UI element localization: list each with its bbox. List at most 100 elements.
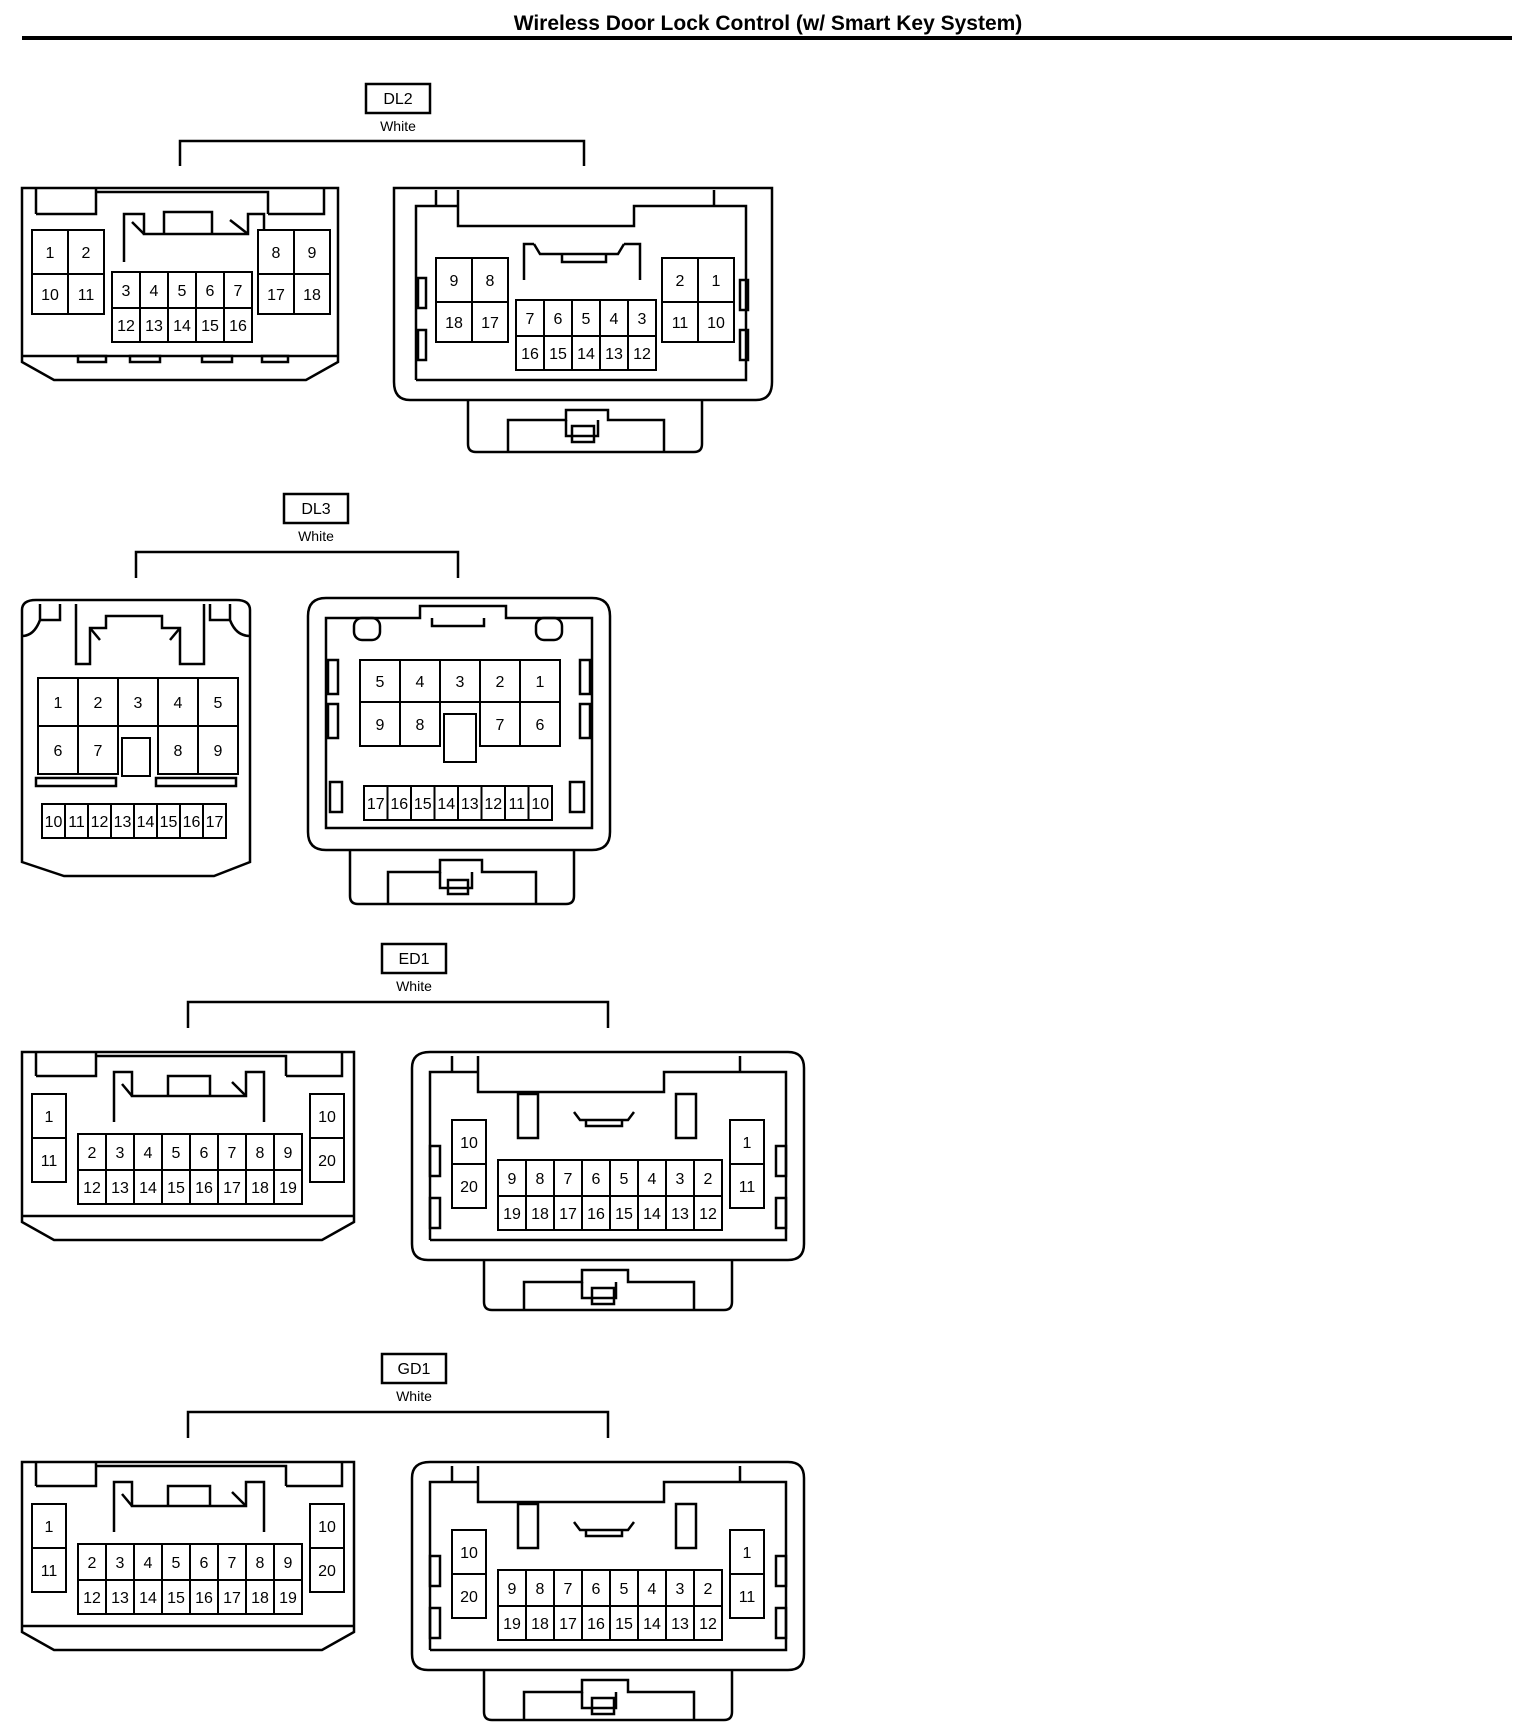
pin-cell — [627, 299, 657, 337]
pin-number: 11 — [508, 796, 525, 813]
pin-number: 8 — [536, 1581, 545, 1598]
pin-number: 17 — [367, 796, 385, 813]
connector-bracket — [178, 139, 586, 166]
pin-number: 13 — [671, 1616, 689, 1633]
connector-gd1-female-housing — [410, 1460, 806, 1722]
connector-dl2-male-housing — [20, 186, 340, 382]
pin-cell — [435, 301, 473, 343]
pin-number: 4 — [648, 1171, 657, 1188]
connector-code: DL3 — [301, 501, 330, 518]
pin-number: 17 — [559, 1206, 577, 1223]
pin-number: 4 — [648, 1581, 657, 1598]
pin-number: 7 — [496, 717, 505, 734]
connector-bracket — [186, 1410, 610, 1438]
pin-number: 7 — [228, 1145, 237, 1162]
pin-cell — [37, 677, 79, 727]
pin-cell — [77, 1579, 107, 1615]
pin-cell — [167, 307, 197, 343]
pin-number: 20 — [460, 1589, 478, 1606]
pin-cell — [157, 677, 199, 727]
pin-cell — [309, 1503, 345, 1549]
connector-ed1-male-housing — [20, 1050, 356, 1242]
pin-number: 3 — [116, 1555, 125, 1572]
pin-cell — [189, 1543, 219, 1581]
pin-number: 11 — [739, 1589, 756, 1606]
pin-number: 6 — [592, 1171, 601, 1188]
pin-number: 2 — [704, 1171, 713, 1188]
pin-cell — [515, 335, 545, 371]
pin-cell — [217, 1133, 247, 1171]
pin-cell — [553, 1605, 583, 1641]
pin-cell — [77, 1133, 107, 1171]
pin-number: 4 — [174, 695, 183, 712]
pin-number: 4 — [150, 283, 159, 300]
pin-cell — [525, 1569, 555, 1607]
pin-cell — [257, 273, 295, 315]
pin-number: 8 — [486, 273, 495, 290]
pin-cell — [139, 307, 169, 343]
pin-number: 14 — [643, 1206, 661, 1223]
pin-cell — [479, 659, 521, 703]
pin-cell — [553, 1569, 583, 1607]
pin-cell — [197, 725, 239, 775]
pin-cell — [157, 725, 199, 775]
pin-number: 14 — [139, 1180, 157, 1197]
pin-number: 3 — [638, 311, 647, 328]
pin-number: 12 — [484, 796, 502, 813]
pin-cell — [223, 307, 253, 343]
pin-number: 14 — [139, 1590, 157, 1607]
pin-number: 6 — [206, 283, 215, 300]
pin-number: 10 — [531, 796, 549, 813]
pin-number: 7 — [564, 1581, 573, 1598]
connector-color: White — [298, 528, 334, 544]
pin-number: 18 — [251, 1590, 269, 1607]
pin-number: 12 — [91, 814, 109, 831]
pin-cell — [697, 301, 735, 343]
pin-number: 9 — [284, 1145, 293, 1162]
pin-number: 9 — [308, 245, 317, 262]
pin-number: 20 — [460, 1179, 478, 1196]
pin-number: 5 — [620, 1171, 629, 1188]
pin-cell — [519, 701, 561, 747]
pin-number: 13 — [605, 346, 623, 363]
pin-number: 5 — [178, 283, 187, 300]
pin-number: 16 — [195, 1590, 213, 1607]
pin-number: 9 — [214, 743, 223, 760]
pin-number: 12 — [699, 1206, 717, 1223]
pin-number: 6 — [536, 717, 545, 734]
pin-number: 2 — [88, 1145, 97, 1162]
pin-number: 13 — [111, 1590, 129, 1607]
pin-number: 14 — [137, 814, 155, 831]
pin-number: 6 — [200, 1145, 209, 1162]
pin-cell — [637, 1569, 667, 1607]
pin-cell — [451, 1573, 487, 1619]
connector-dl3-female-housing — [306, 596, 612, 906]
pin-number: 15 — [160, 814, 178, 831]
pin-number: 3 — [676, 1581, 685, 1598]
pin-number: 1 — [54, 695, 63, 712]
pin-number: 13 — [145, 318, 163, 335]
connector-ed1-female-housing — [410, 1050, 806, 1312]
pin-number: 18 — [531, 1616, 549, 1633]
pin-cell — [273, 1579, 303, 1615]
pin-number: 15 — [549, 346, 567, 363]
pin-number: 12 — [699, 1616, 717, 1633]
pin-number: 17 — [267, 287, 285, 304]
pin-number: 7 — [228, 1555, 237, 1572]
pin-number: 17 — [223, 1590, 241, 1607]
pin-number: 17 — [559, 1616, 577, 1633]
pin-number: 17 — [481, 315, 499, 332]
pin-cell — [309, 1547, 345, 1593]
pin-cell — [77, 677, 119, 727]
pin-cell — [729, 1529, 765, 1575]
pin-cell — [77, 725, 119, 775]
pin-number: 19 — [279, 1180, 297, 1197]
pin-cell — [273, 1133, 303, 1171]
pin-number: 5 — [172, 1555, 181, 1572]
